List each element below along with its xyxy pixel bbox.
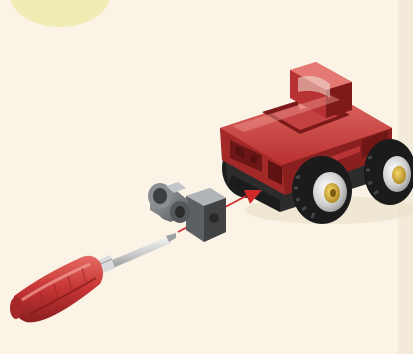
step-badge-icon — [10, 0, 110, 27]
axle-part-icon — [148, 182, 226, 242]
screwdriver-icon — [10, 233, 176, 322]
